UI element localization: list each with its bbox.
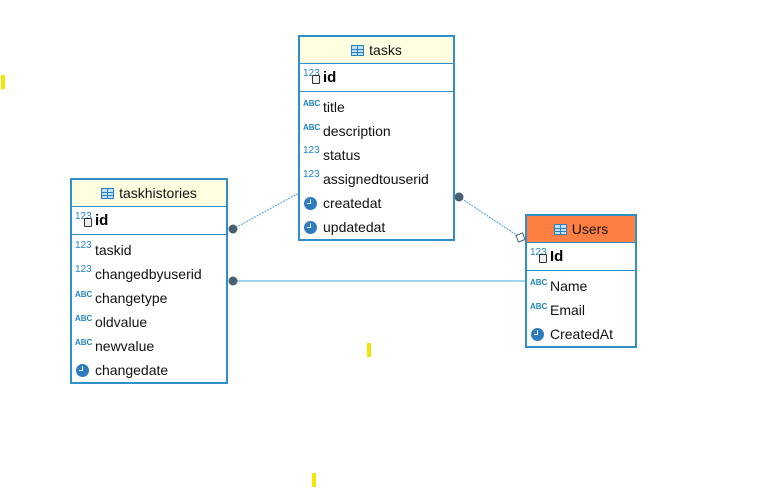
- yellow-marker: [1, 75, 5, 89]
- primary-key-row[interactable]: 123 id: [300, 64, 453, 92]
- column-row[interactable]: ABC oldvalue: [72, 310, 226, 334]
- yellow-marker: [367, 343, 371, 357]
- column-name: changedbyuserid: [95, 266, 202, 282]
- column-row[interactable]: 123 status: [300, 143, 453, 167]
- column-row[interactable]: 123 taskid: [72, 238, 226, 262]
- column-row[interactable]: 123 assignedtouserid: [300, 167, 453, 191]
- text-type-icon: ABC: [75, 338, 93, 347]
- entity-header-tasks[interactable]: tasks: [300, 37, 453, 64]
- column-list: 123 taskid 123 changedbyuserid ABC chang…: [72, 235, 226, 382]
- entity-header-users[interactable]: Users: [527, 216, 635, 243]
- link-tasks-users[interactable]: [458, 196, 522, 239]
- link-taskhistories-tasks[interactable]: [232, 192, 300, 230]
- table-icon: [351, 44, 365, 56]
- text-type-icon: ABC: [75, 314, 93, 323]
- numeric-type-icon: 123: [75, 240, 92, 251]
- column-name: title: [323, 99, 345, 115]
- column-row[interactable]: ABC Name: [527, 274, 635, 298]
- numeric-type-icon: 123: [75, 264, 92, 275]
- column-name: taskid: [95, 242, 132, 258]
- column-name: Id: [550, 248, 564, 265]
- column-name: status: [323, 147, 361, 163]
- link-dot-taskhistories-changedbyuserid: [228, 276, 238, 286]
- entity-tasks[interactable]: tasks 123 id ABC title ABC description 1…: [298, 35, 455, 241]
- column-row[interactable]: createdat: [300, 191, 453, 215]
- numeric-key-icon: 123: [75, 210, 92, 227]
- column-row[interactable]: ABC newvalue: [72, 334, 226, 358]
- column-name: createdat: [323, 195, 382, 211]
- column-name: id: [323, 69, 337, 86]
- primary-key-row[interactable]: 123 id: [72, 207, 226, 235]
- column-name: id: [95, 212, 109, 229]
- clock-icon: [304, 196, 317, 210]
- column-name: oldvalue: [95, 314, 148, 330]
- column-row[interactable]: ABC description: [300, 119, 453, 143]
- link-end-square-users: [515, 232, 526, 243]
- column-row[interactable]: 123 changedbyuserid: [72, 262, 226, 286]
- link-dot-tasks-assignedtouserid: [454, 192, 464, 202]
- column-name: Name: [550, 278, 588, 294]
- clock-icon: [531, 327, 544, 341]
- column-name: description: [323, 123, 391, 139]
- column-row[interactable]: CreatedAt: [527, 322, 635, 346]
- column-name: updatedat: [323, 219, 386, 235]
- numeric-key-icon: 123: [303, 67, 320, 84]
- clock-icon: [304, 220, 317, 234]
- entity-users[interactable]: Users 123 Id ABC Name ABC Email CreatedA…: [525, 214, 637, 348]
- text-type-icon: ABC: [530, 278, 548, 287]
- column-name: newvalue: [95, 338, 155, 354]
- column-name: changetype: [95, 290, 168, 306]
- column-name: assignedtouserid: [323, 171, 429, 187]
- clock-icon: [76, 363, 89, 377]
- column-row[interactable]: ABC changetype: [72, 286, 226, 310]
- entity-taskhistories[interactable]: taskhistories 123 id 123 taskid 123 chan…: [70, 178, 228, 384]
- entity-header-taskhistories[interactable]: taskhistories: [72, 180, 226, 207]
- column-row[interactable]: updatedat: [300, 215, 453, 239]
- column-row[interactable]: changedate: [72, 358, 226, 382]
- text-type-icon: ABC: [303, 123, 321, 132]
- entity-title: tasks: [369, 42, 402, 58]
- numeric-key-icon: 123: [530, 246, 547, 263]
- table-icon: [101, 187, 115, 199]
- entity-title: taskhistories: [119, 185, 197, 201]
- column-row[interactable]: ABC Email: [527, 298, 635, 322]
- link-dot-taskhistories-taskid: [228, 224, 238, 234]
- primary-key-row[interactable]: 123 Id: [527, 243, 635, 271]
- numeric-type-icon: 123: [303, 145, 320, 156]
- column-row[interactable]: ABC title: [300, 95, 453, 119]
- table-icon: [553, 223, 567, 235]
- column-name: CreatedAt: [550, 326, 614, 342]
- text-type-icon: ABC: [530, 302, 548, 311]
- text-type-icon: ABC: [303, 99, 321, 108]
- text-type-icon: ABC: [75, 290, 93, 299]
- column-list: ABC Name ABC Email CreatedAt: [527, 271, 635, 346]
- column-list: ABC title ABC description 123 status 123…: [300, 92, 453, 239]
- column-name: Email: [550, 302, 586, 318]
- entity-title: Users: [571, 221, 609, 237]
- column-name: changedate: [95, 362, 169, 378]
- numeric-type-icon: 123: [303, 169, 320, 180]
- yellow-marker: [312, 473, 316, 487]
